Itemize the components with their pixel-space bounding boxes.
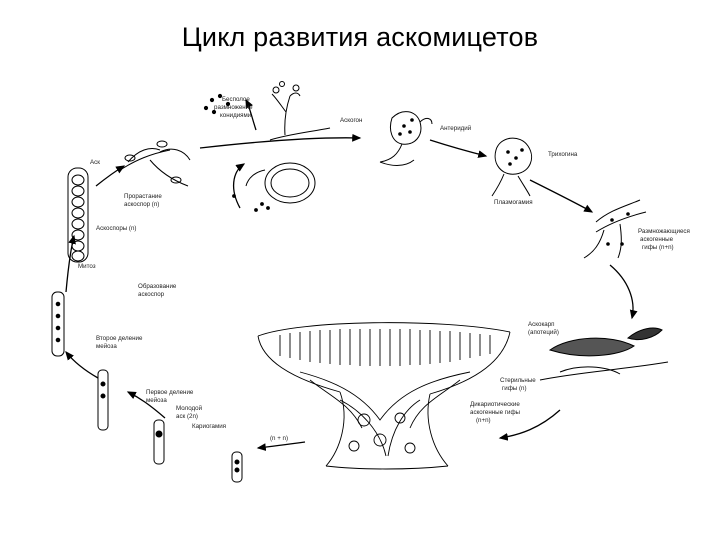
label-germinating-1: Прорастание [124,193,162,200]
conidia-germination-illustration [232,162,316,212]
label-asexual-3: конидиями [220,112,252,119]
label-ascospore-formation-2: аскоспор [138,291,165,298]
arrow-to-cross-section [498,409,561,441]
label-germinating-2: аскоспор (n) [124,201,159,208]
label-sterile-2: гифы (n) [502,385,527,392]
label-first-meiosis-1: Первое деление [146,389,194,396]
ascogon-illustration [379,111,433,166]
label-ascus: Аск [90,159,100,166]
arrow-to-first-meiosis [126,391,166,419]
arrow-to-asexual [245,98,257,131]
label-karyogamy: Кариогамия [192,423,226,430]
diagram-labels: Бесполое размножение конидиями Аскогон А… [78,96,690,442]
label-second-meiosis-1: Второе деление [96,335,143,342]
label-dikaryotic-2: аскогенные [640,236,674,243]
label-ascocarp-1: Аскокарп [528,321,555,328]
label-asexual-1: Бесполое [222,96,250,103]
label-dikaryotic-1: Размножающиеся [638,228,690,235]
label-mitosis: Митоз [78,263,96,270]
arrow-to-second-meiosis [65,350,99,379]
arrow-to-ascocarp [609,264,638,320]
label-young-ascus-2: аск (2n) [176,413,198,420]
plasmogamy-illustration [491,137,532,197]
label-dikaryotic-ascogenous-2: аскогенные гифы [470,409,521,416]
apothecium-illustration [539,327,669,381]
label-dikaryotic-ascogenous-3: (n+n) [476,417,491,424]
karyogamy-illustration [97,369,243,483]
germinating-ascospore-illustration [119,140,191,187]
page-title: Цикл развития аскомицетов [181,22,539,52]
arrow-conidia-loop [233,163,246,209]
label-antheridium: Антеридий [440,125,472,132]
ascus-development-illustration [51,167,89,357]
cycle-arrows [65,98,638,451]
label-ascocarp-2: (апотеций) [528,329,559,336]
apothecium-cross-section [257,322,511,470]
label-dikaryotic-ascogenous-1: Дикариотические [470,401,520,408]
label-ascogon: Аскогон [340,117,362,124]
arrow-to-ascogon [199,133,362,149]
label-young-ascus-1: Молодой [176,405,203,412]
label-sterile-1: Стерильные [500,377,536,384]
label-trichogyne: Трихогина [548,151,578,158]
dikaryotic-hyphae-illustration [583,199,647,259]
arrow-to-plasmogamy [429,139,488,158]
label-first-meiosis-2: мейоза [146,397,167,404]
arrow-ascus-to-germination [95,165,126,187]
arrow-to-dikaryotic [529,179,594,213]
label-ascospore-formation-1: Образование [138,283,177,290]
arrow-to-karyogamy [256,441,306,451]
label-n-plus-n: (n + n) [270,435,288,442]
conidiophore-illustration [203,81,331,141]
label-dikaryotic-3: гифы (n+n) [642,244,674,251]
label-second-meiosis-2: мейоза [96,343,117,350]
asci-palisade [279,329,491,366]
arrow-to-ascus [65,234,76,293]
label-asexual-2: размножение [214,104,253,111]
label-ascospores: Аскоспоры (n) [96,225,137,232]
label-plasmogamy: Плазмогамия [494,199,533,206]
